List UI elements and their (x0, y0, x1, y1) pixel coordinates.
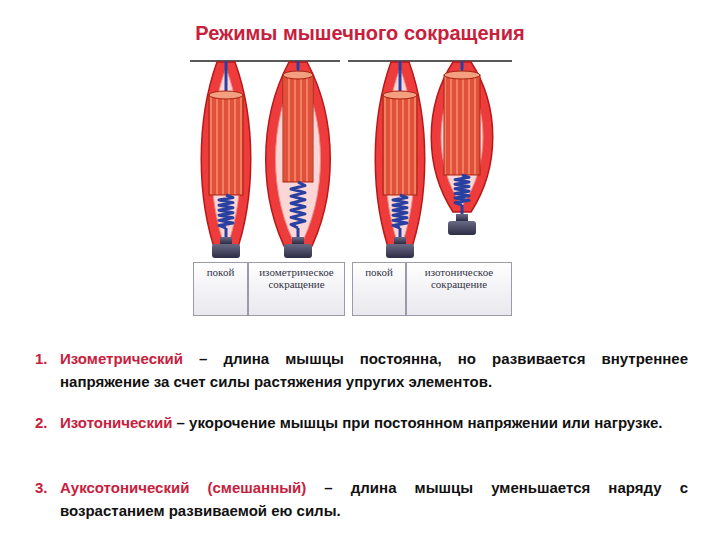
support-bar (190, 60, 340, 62)
box-label: изотоническое сокращение (409, 266, 509, 290)
item-text: Изотонический – укорочение мышцы при пос… (60, 411, 688, 434)
label-box: покой (352, 262, 406, 316)
item-number: 3. (35, 476, 48, 499)
muscle-outline (201, 62, 251, 256)
box-label: покой (365, 266, 393, 278)
contractile-element (209, 95, 243, 195)
weight-neck (394, 237, 406, 244)
rod (225, 61, 228, 95)
contractile-top (283, 71, 313, 79)
box-label: покой (207, 266, 235, 278)
muscle-outline (375, 62, 425, 256)
contractile-top (383, 91, 417, 99)
term: Ауксотонический (смешанный) (60, 479, 306, 496)
label-box: изометрическое сокращение (248, 262, 345, 316)
title: Режимы мышечного сокращения (0, 22, 720, 45)
box-label: изометрическое сокращение (251, 266, 342, 290)
muscle-interior (441, 68, 483, 206)
weight-neck (292, 237, 304, 244)
support-bar (348, 60, 512, 62)
list-item: 1. Изометрический – длина мышцы постоянна… (35, 347, 688, 393)
rod (399, 228, 402, 237)
contractile-element (444, 75, 480, 175)
list-item: 3. Ауксотонический (смешанный) – длина мы… (35, 476, 688, 522)
rod (461, 205, 464, 214)
item-number: 2. (35, 411, 48, 434)
weight (386, 244, 414, 258)
spring (455, 175, 469, 205)
item-text: Изометрический – длина мышцы постоянна, … (60, 347, 688, 393)
definition: – укорочение мышцы при постоянном напряж… (177, 414, 663, 431)
item-text: Ауксотонический (смешанный) – длина мышц… (60, 476, 688, 522)
muscle-outline (431, 62, 493, 212)
label-box: покой (193, 262, 248, 316)
muscle-interior (276, 68, 321, 250)
spring (393, 195, 407, 228)
item-number: 1. (35, 347, 48, 370)
label-box: изотоническое сокращение (406, 262, 512, 316)
weight-neck (456, 214, 468, 221)
rod (399, 61, 402, 95)
contractile-element (283, 75, 313, 182)
weight-neck (220, 237, 232, 244)
weight (448, 221, 476, 235)
term: Изотонический (60, 414, 172, 431)
rod (225, 228, 228, 237)
weight (212, 244, 240, 258)
contractile-top (444, 71, 480, 79)
term: Изометрический (60, 350, 183, 367)
spring (219, 195, 233, 228)
spring (291, 182, 305, 228)
rod (297, 228, 300, 237)
contractile-top (209, 91, 243, 99)
contractile-element (383, 95, 417, 195)
list-item: 2. Изотонический – укорочение мышцы при п… (35, 411, 688, 434)
weight (284, 244, 312, 258)
muscle-outline (266, 62, 331, 256)
